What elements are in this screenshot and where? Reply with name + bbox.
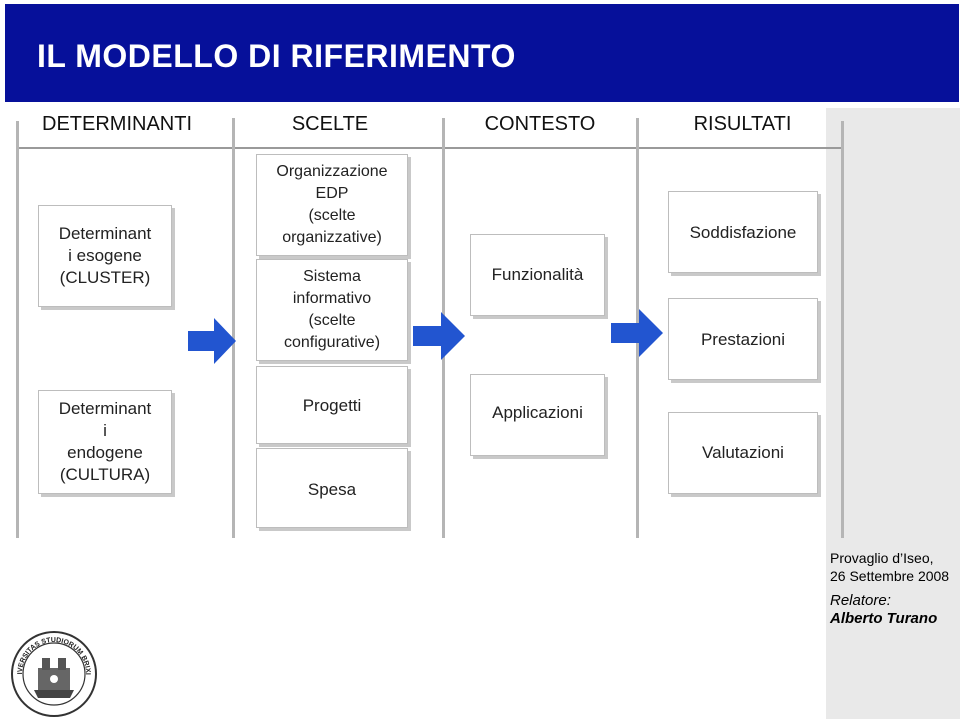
prestazioni-label: Prestazioni — [700, 330, 786, 349]
funzionalita-label: Funzionalità — [491, 265, 584, 284]
column-header-determinanti: DETERMINANTI — [42, 113, 192, 135]
column-header-scelte: SCELTE — [291, 113, 369, 135]
applicazioni-label: Applicazioni — [492, 403, 583, 422]
determinanti-endogene-box: Determinant i endogene (CULTURA) — [38, 390, 172, 494]
right-arrow-icon — [611, 309, 663, 357]
right-arrow-icon — [188, 318, 236, 364]
column-divider — [841, 121, 844, 538]
column-divider — [16, 121, 19, 538]
applicazioni-box: Applicazioni — [470, 374, 605, 456]
box-line: (CULTURA) — [59, 465, 151, 484]
spesa-box: Spesa — [256, 448, 408, 528]
progetti-box: Progetti — [256, 366, 408, 444]
determinanti-esogene-box: Determinant i esogene (CLUSTER) — [38, 205, 172, 307]
box-line: Sistema — [303, 268, 361, 285]
box-line: (scelte — [308, 207, 356, 224]
box-line: i esogene — [68, 246, 142, 265]
side-panel — [826, 108, 960, 719]
box-line: (scelte — [308, 312, 356, 329]
box-line: organizzative) — [282, 229, 382, 246]
column-divider — [232, 118, 235, 538]
event-place: Provaglio d’Iseo, — [830, 550, 934, 566]
university-seal-logo: UNIVERSITAS STUDIORUM BRIXIAE — [8, 628, 97, 717]
column-header-contesto: CONTESTO — [484, 113, 596, 135]
organizzazione-edp-box: Organizzazione EDP (scelte organizzative… — [256, 154, 408, 256]
box-line: Determinant — [58, 224, 152, 243]
box-line: Determinant — [58, 399, 152, 418]
box-line: EDP — [315, 185, 349, 202]
box-line: Organizzazione — [276, 163, 388, 180]
box-line: informativo — [292, 290, 372, 307]
header-divider — [16, 147, 844, 149]
event-date: 26 Settembre 2008 — [830, 568, 950, 584]
progetti-label: Progetti — [302, 396, 362, 415]
slide-title: IL MODELLO DI RIFERIMENTO — [37, 38, 516, 74]
relatore-label: Relatore: — [830, 592, 891, 609]
prestazioni-box: Prestazioni — [668, 298, 818, 380]
spesa-label: Spesa — [307, 480, 357, 499]
box-line: i — [103, 421, 107, 440]
valutazioni-box: Valutazioni — [668, 412, 818, 494]
sistema-informativo-box: Sistema informativo (scelte configurativ… — [256, 259, 408, 361]
relatore-name: Alberto Turano — [830, 610, 938, 627]
right-arrow-icon — [413, 312, 465, 360]
box-line: (CLUSTER) — [59, 268, 151, 287]
funzionalita-box: Funzionalità — [470, 234, 605, 316]
box-line: endogene — [67, 443, 143, 462]
soddisfazione-label: Soddisfazione — [689, 223, 797, 242]
title-bar: IL MODELLO DI RIFERIMENTO — [5, 4, 959, 102]
soddisfazione-box: Soddisfazione — [668, 191, 818, 273]
column-header-risultati: RISULTATI — [693, 113, 792, 135]
box-line: configurative) — [283, 334, 381, 351]
valutazioni-label: Valutazioni — [702, 443, 784, 462]
